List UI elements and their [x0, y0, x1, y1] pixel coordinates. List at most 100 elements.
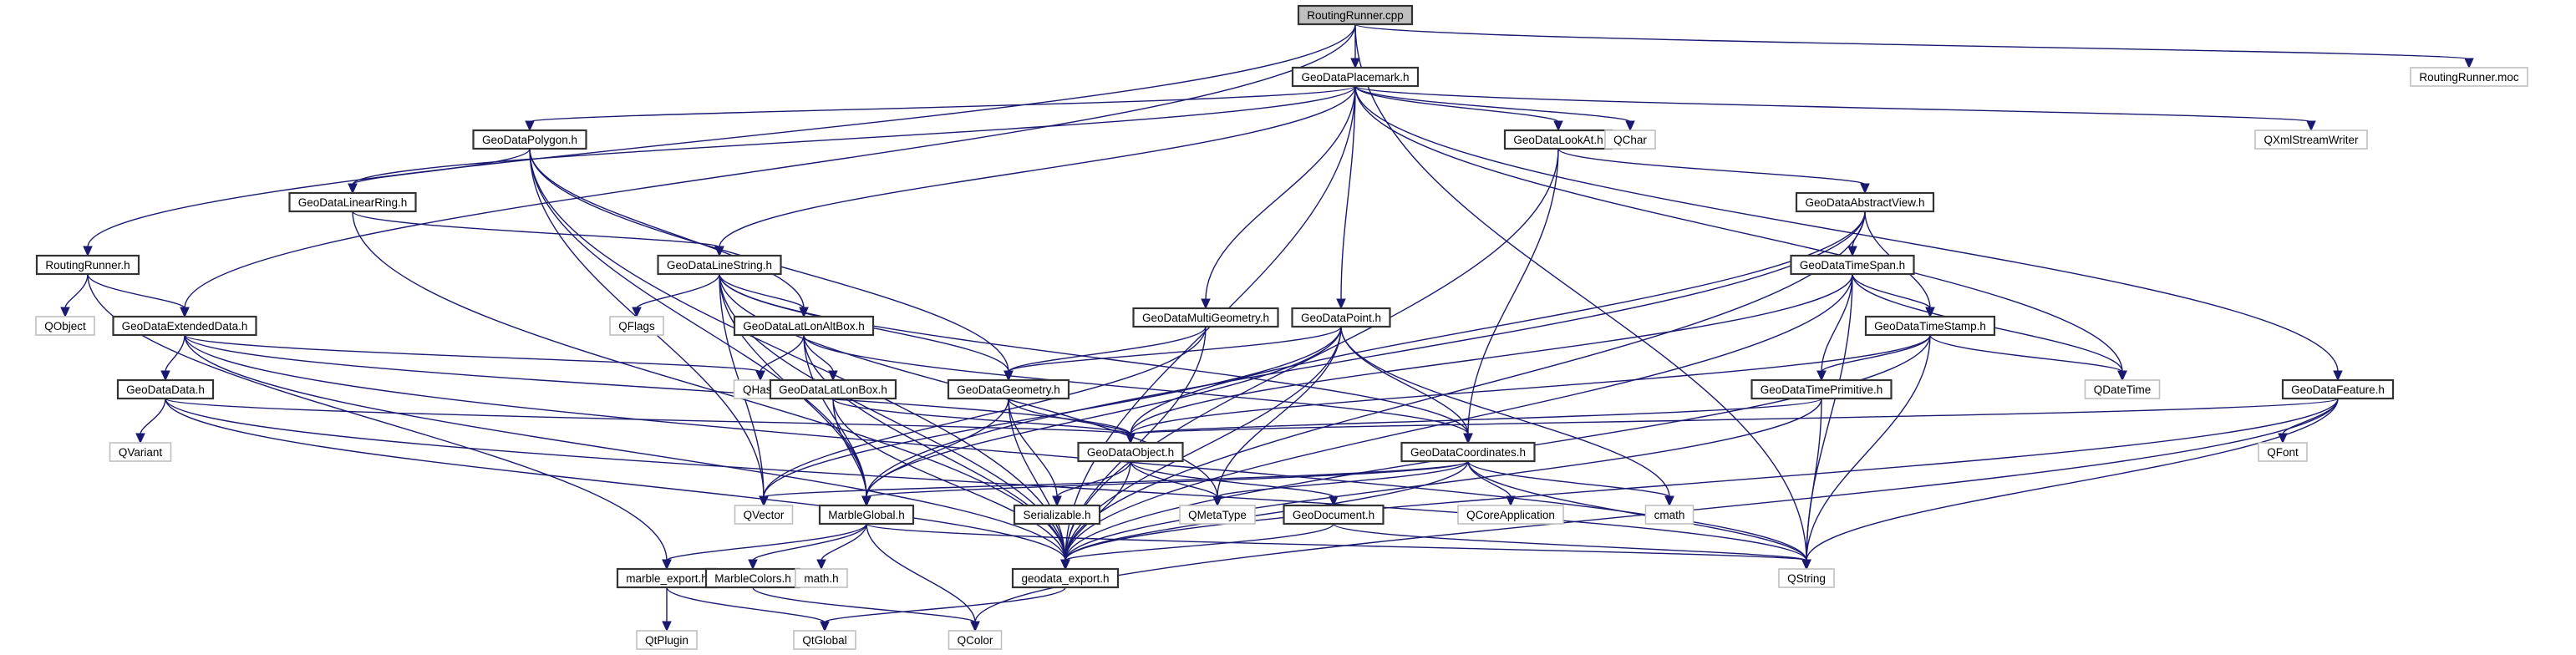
edge-line [184, 334, 761, 373]
arrowhead-icon [160, 370, 170, 382]
edge-line [1064, 523, 1334, 561]
edge-line [1008, 398, 1131, 435]
node-box [1604, 129, 1656, 150]
node-label: GeoDataData.h [126, 383, 205, 396]
node-cmath: cmath [1644, 505, 1694, 525]
node-label: QObject [44, 320, 86, 333]
edge-geo-data-data-h-to-qstring [165, 398, 1811, 571]
node-box [1790, 254, 1915, 276]
node-label: GeoDataCoordinates.h [1410, 446, 1526, 459]
edge-line [1467, 460, 1807, 561]
node-qstring: QString [1778, 568, 1835, 588]
node-label: QString [1787, 572, 1826, 585]
node-box [35, 254, 140, 276]
node-box [609, 316, 664, 336]
node-geo-data-feature-h[interactable]: GeoDataFeature.h [2281, 378, 2395, 400]
arrowhead-icon [1664, 495, 1674, 507]
edge-line [866, 523, 1807, 561]
node-label: QChar [1613, 134, 1647, 146]
node-geo-data-multi-geometry-h[interactable]: GeoDataMultiGeometry.h [1132, 307, 1279, 328]
edge-geo-data-feature-h-to-geo-data-object-h [1125, 398, 2339, 444]
edge-line [803, 334, 1469, 435]
node-box [947, 378, 1070, 400]
node-geo-data-time-primitive-h[interactable]: GeoDataTimePrimitive.h [1750, 378, 1893, 400]
node-box [769, 378, 897, 400]
node-geo-data-time-stamp-h[interactable]: GeoDataTimeStamp.h [1864, 315, 1996, 337]
edge-line [1130, 398, 1822, 435]
edge-line [752, 523, 867, 561]
node-label: GeoDataExtendedData.h [122, 320, 248, 333]
node-label: QMetaType [1188, 509, 1247, 521]
node-geo-data-lat-lon-box-h[interactable]: GeoDataLatLonBox.h [769, 378, 897, 400]
node-geo-data-object-h[interactable]: GeoDataObject.h [1077, 441, 1184, 463]
node-marble-export-h[interactable]: marble_export.h [616, 567, 718, 589]
edge-line [666, 523, 867, 561]
edge-line [1333, 523, 1807, 561]
node-geo-data-geometry-h[interactable]: GeoDataGeometry.h [947, 378, 1070, 400]
edge-line [1217, 460, 1469, 498]
edge-line [1130, 273, 1853, 435]
edge-geo-data-polygon-h-to-geo-data-lat-lon-alt-box-h [529, 148, 809, 318]
node-geo-document-h[interactable]: GeoDocument.h [1283, 504, 1385, 526]
edge-line [1064, 148, 1559, 561]
edge-marble-export-h-to-qt-global [666, 586, 830, 632]
node-geo-data-coordinates-h[interactable]: GeoDataCoordinates.h [1400, 441, 1536, 463]
node-box [1795, 191, 1935, 213]
edge-geo-data-object-h-to-serializable-h [1052, 460, 1131, 507]
node-geo-data-polygon-h[interactable]: GeoDataPolygon.h [472, 129, 587, 150]
node-box [288, 191, 417, 213]
node-label: cmath [1654, 509, 1685, 521]
node-label: GeoDataPlacemark.h [1301, 71, 1409, 84]
node-box [948, 630, 1003, 650]
node-box [1013, 504, 1101, 526]
edge-line [529, 148, 867, 498]
node-geo-data-lat-lon-alt-box-h[interactable]: GeoDataLatLonAltBox.h [733, 315, 875, 337]
arrowhead-icon [632, 307, 642, 318]
edge-geo-data-placemark-h-to-geo-data-line-string-h [714, 85, 1356, 257]
edge-line [352, 85, 1356, 185]
node-routing-runner-h[interactable]: RoutingRunner.h [35, 254, 140, 276]
edge-marble-export-h-to-qt-plugin [662, 586, 672, 632]
node-geo-data-time-span-h[interactable]: GeoDataTimeSpan.h [1790, 254, 1915, 276]
node-box [1283, 504, 1385, 526]
node-label: GeoDataObject.h [1087, 446, 1174, 459]
node-geodata-export-h[interactable]: geodata_export.h [1011, 567, 1120, 589]
arrowhead-icon [748, 559, 758, 571]
node-serializable-h[interactable]: Serializable.h [1013, 504, 1101, 526]
edge-line [1217, 326, 1342, 498]
node-geo-data-extended-data-h[interactable]: GeoDataExtendedData.h [112, 315, 257, 337]
arrowhead-icon [1463, 433, 1473, 444]
edge-line [719, 273, 1469, 435]
node-label: QDateTime [2094, 383, 2152, 396]
edge-marble-global-h-to-marble-export-h [662, 523, 867, 571]
node-geo-data-look-at-h[interactable]: GeoDataLookAt.h [1503, 129, 1613, 150]
edge-line [866, 211, 1866, 498]
node-box [818, 504, 915, 526]
node-geo-data-placemark-h[interactable]: GeoDataPlacemark.h [1291, 66, 1420, 88]
edge-geo-data-extended-data-h-to-qstring [184, 334, 1811, 571]
edge-line [529, 148, 805, 309]
node-geo-data-abstract-view-h[interactable]: GeoDataAbstractView.h [1795, 191, 1935, 213]
node-geo-data-linear-ring-h[interactable]: GeoDataLinearRing.h [288, 191, 417, 213]
edge-line [824, 586, 1066, 623]
edge-geo-data-look-at-h-to-geo-data-abstract-view-h [1557, 148, 1870, 195]
arrowhead-icon [662, 621, 672, 632]
edge-geo-data-placemark-h-to-qxml-stream-writer [1354, 85, 2316, 132]
arrowhead-icon [1060, 559, 1070, 571]
node-qfont: QFont [2258, 442, 2308, 462]
edge-line [1354, 23, 2470, 60]
node-marble-colors-h[interactable]: MarbleColors.h [704, 567, 801, 589]
edge-line [1130, 334, 1931, 435]
node-geo-data-line-string-h[interactable]: GeoDataLineString.h [657, 254, 782, 276]
node-marble-global-h[interactable]: MarbleGlobal.h [818, 504, 915, 526]
arrowhead-icon [1003, 370, 1014, 382]
edge-geo-data-multi-geometry-h-to-geo-data-geometry-h [1003, 326, 1207, 382]
edge-line [719, 85, 1356, 248]
node-label: RoutingRunner.moc [2419, 71, 2519, 84]
node-box [1077, 441, 1184, 463]
arrowhead-icon [714, 246, 724, 257]
edge-geo-data-time-span-h-to-geo-data-object-h [1125, 273, 1853, 444]
node-geo-data-data-h[interactable]: GeoDataData.h [116, 378, 215, 400]
node-geo-data-point-h[interactable]: GeoDataPoint.h [1291, 307, 1391, 328]
